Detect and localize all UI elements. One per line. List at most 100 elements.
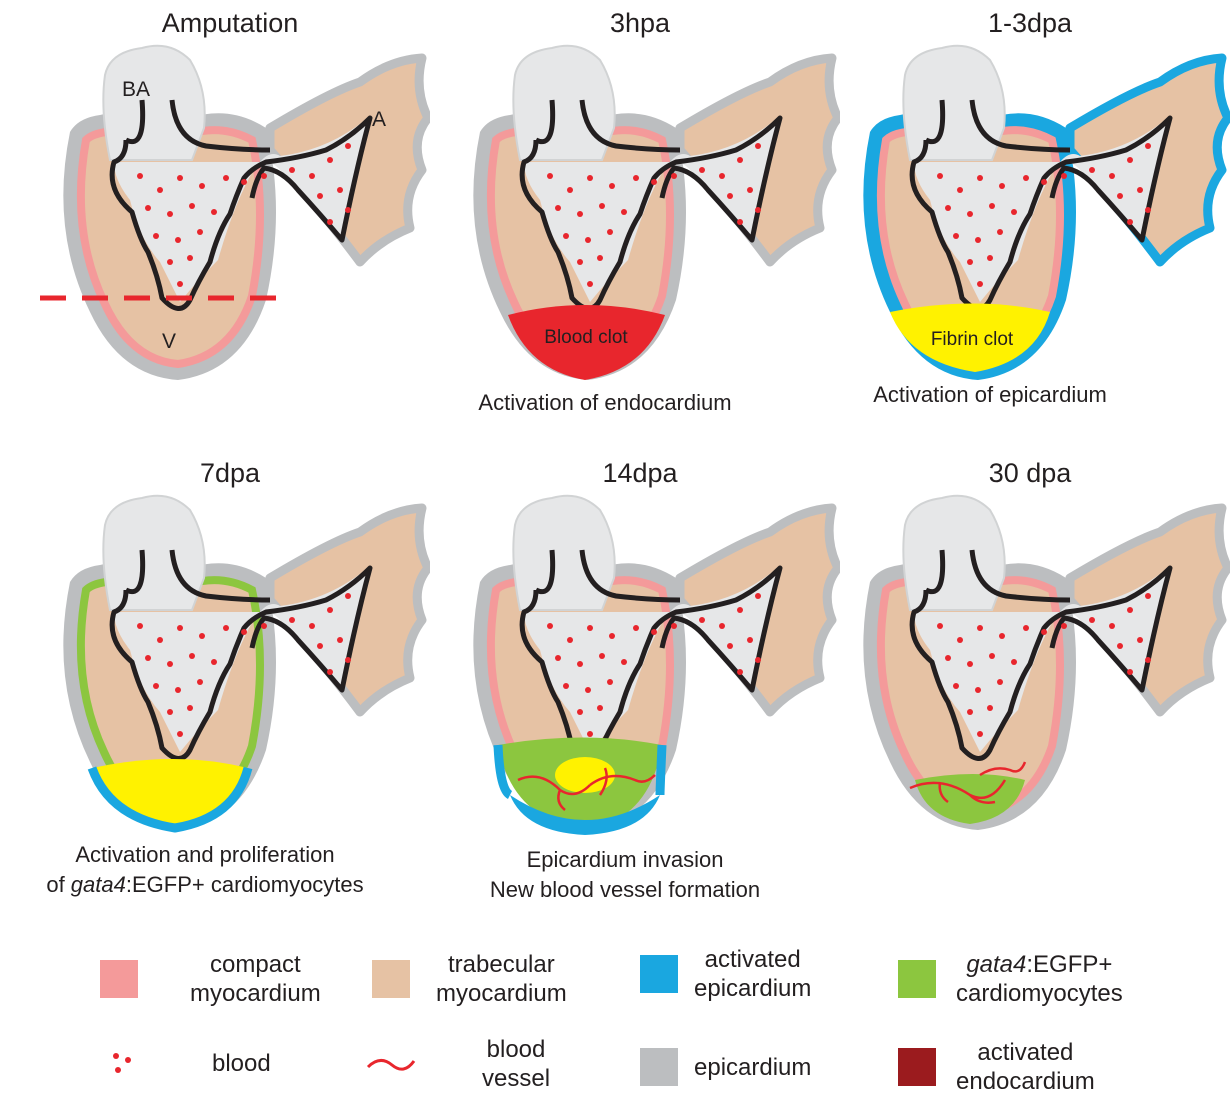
blood-cell <box>997 679 1003 685</box>
blood-cell <box>345 657 351 663</box>
heart-diagram-30dpa <box>830 450 1230 890</box>
legend-label: trabecular <box>436 950 567 979</box>
blood-cell <box>587 281 593 287</box>
swatch-epicardium <box>640 1048 678 1086</box>
blood-cell <box>607 679 613 685</box>
blood-cell <box>145 205 151 211</box>
blood-cell <box>577 259 583 265</box>
blood-cell <box>137 623 143 629</box>
blood-cell <box>1089 617 1095 623</box>
swatch-gata4 <box>898 960 936 998</box>
blood-cell <box>651 179 657 185</box>
caption-line-2: New blood vessel formation <box>415 875 835 905</box>
blood-cell <box>999 183 1005 189</box>
bulbus-arteriosus <box>103 496 204 610</box>
legend-label: myocardium <box>190 979 321 1008</box>
blood-cell <box>597 705 603 711</box>
legend-blood: blood <box>108 1048 271 1078</box>
blood-cell <box>1145 207 1151 213</box>
legend-blood-vessel: blood vessel <box>366 1035 550 1093</box>
blood-cell <box>327 669 333 675</box>
blood-cell <box>1041 629 1047 635</box>
bulbus-arteriosus <box>903 496 1004 610</box>
blood-cell <box>1011 659 1017 665</box>
blood-cell <box>261 623 267 629</box>
blood-cell <box>937 173 943 179</box>
blood-cell <box>199 633 205 639</box>
blood-cell <box>1137 637 1143 643</box>
blood-cell <box>977 731 983 737</box>
blood-cell <box>737 669 743 675</box>
blood-cell <box>577 661 583 667</box>
blood-cell <box>317 643 323 649</box>
blood-cell <box>337 187 343 193</box>
blood-cell <box>609 183 615 189</box>
blood-cell <box>989 653 995 659</box>
blood-cell <box>945 205 951 211</box>
blood-vessel-icon <box>366 1049 416 1079</box>
panel-30dpa: 30 dpa <box>830 450 1230 890</box>
blood-cell <box>199 183 205 189</box>
legend: compact myocardium trabecular myocardium… <box>0 940 1230 1098</box>
blood-cell <box>157 637 163 643</box>
blood-cell <box>223 175 229 181</box>
bulbus-arteriosus <box>903 46 1004 160</box>
blood-cell <box>1137 187 1143 193</box>
legend-label: blood <box>482 1035 550 1064</box>
blood-cell <box>197 679 203 685</box>
blood-cell <box>189 203 195 209</box>
blood-cell <box>1145 593 1151 599</box>
blood-cell <box>967 259 973 265</box>
caption-3hpa: Activation of endocardium <box>395 388 815 418</box>
blood-cell <box>987 705 993 711</box>
panel-1-3dpa: 1-3dpa Fibrin clot <box>830 0 1230 440</box>
epicardium-right <box>660 745 662 795</box>
blood-cell <box>211 659 217 665</box>
blood-cell <box>327 219 333 225</box>
blood-cell <box>755 593 761 599</box>
blood-cell <box>1089 167 1095 173</box>
label-ba: BA <box>122 78 150 101</box>
blood-cell <box>327 607 333 613</box>
blood-cell <box>177 625 183 631</box>
caption-line-1: Activation and proliferation <box>0 840 425 870</box>
blood-cell <box>567 637 573 643</box>
caption-gata4: gata4 <box>71 872 126 897</box>
legend-label: myocardium <box>436 979 567 1008</box>
blood-cell <box>187 255 193 261</box>
blood-cell <box>153 683 159 689</box>
blood-cell <box>175 237 181 243</box>
caption-1-3dpa: Activation of epicardium <box>780 380 1200 410</box>
blood-cell <box>599 203 605 209</box>
legend-label: compact <box>190 950 321 979</box>
fibrin-clot <box>92 759 248 828</box>
blood-cell <box>755 657 761 663</box>
blood-cell <box>621 209 627 215</box>
heart-diagram-1-3dpa: Fibrin clot <box>830 0 1230 440</box>
blood-cell <box>989 203 995 209</box>
legend-epicardium: epicardium <box>640 1048 811 1086</box>
blood-cell <box>727 643 733 649</box>
blood-cell <box>289 167 295 173</box>
panel-3hpa: 3hpa Blood clot <box>440 0 840 440</box>
blood-cell <box>1127 219 1133 225</box>
blood-cell <box>621 659 627 665</box>
blood-cell <box>607 229 613 235</box>
blood-cell <box>977 175 983 181</box>
caption-rest: :EGFP+ cardiomyocytes <box>126 872 364 897</box>
blood-cell <box>1127 157 1133 163</box>
blood-cell <box>597 255 603 261</box>
blood-cell <box>1023 625 1029 631</box>
blood-cell <box>167 259 173 265</box>
blood-cell <box>1127 607 1133 613</box>
blood-cell <box>153 233 159 239</box>
blood-cell <box>1109 173 1115 179</box>
blood-cell <box>177 731 183 737</box>
blood-cell <box>1061 623 1067 629</box>
blood-cell <box>223 625 229 631</box>
legend-label: blood <box>212 1049 271 1078</box>
blood-cell <box>567 187 573 193</box>
blood-cell <box>587 731 593 737</box>
blood-cell <box>187 705 193 711</box>
blood-cell <box>699 167 705 173</box>
